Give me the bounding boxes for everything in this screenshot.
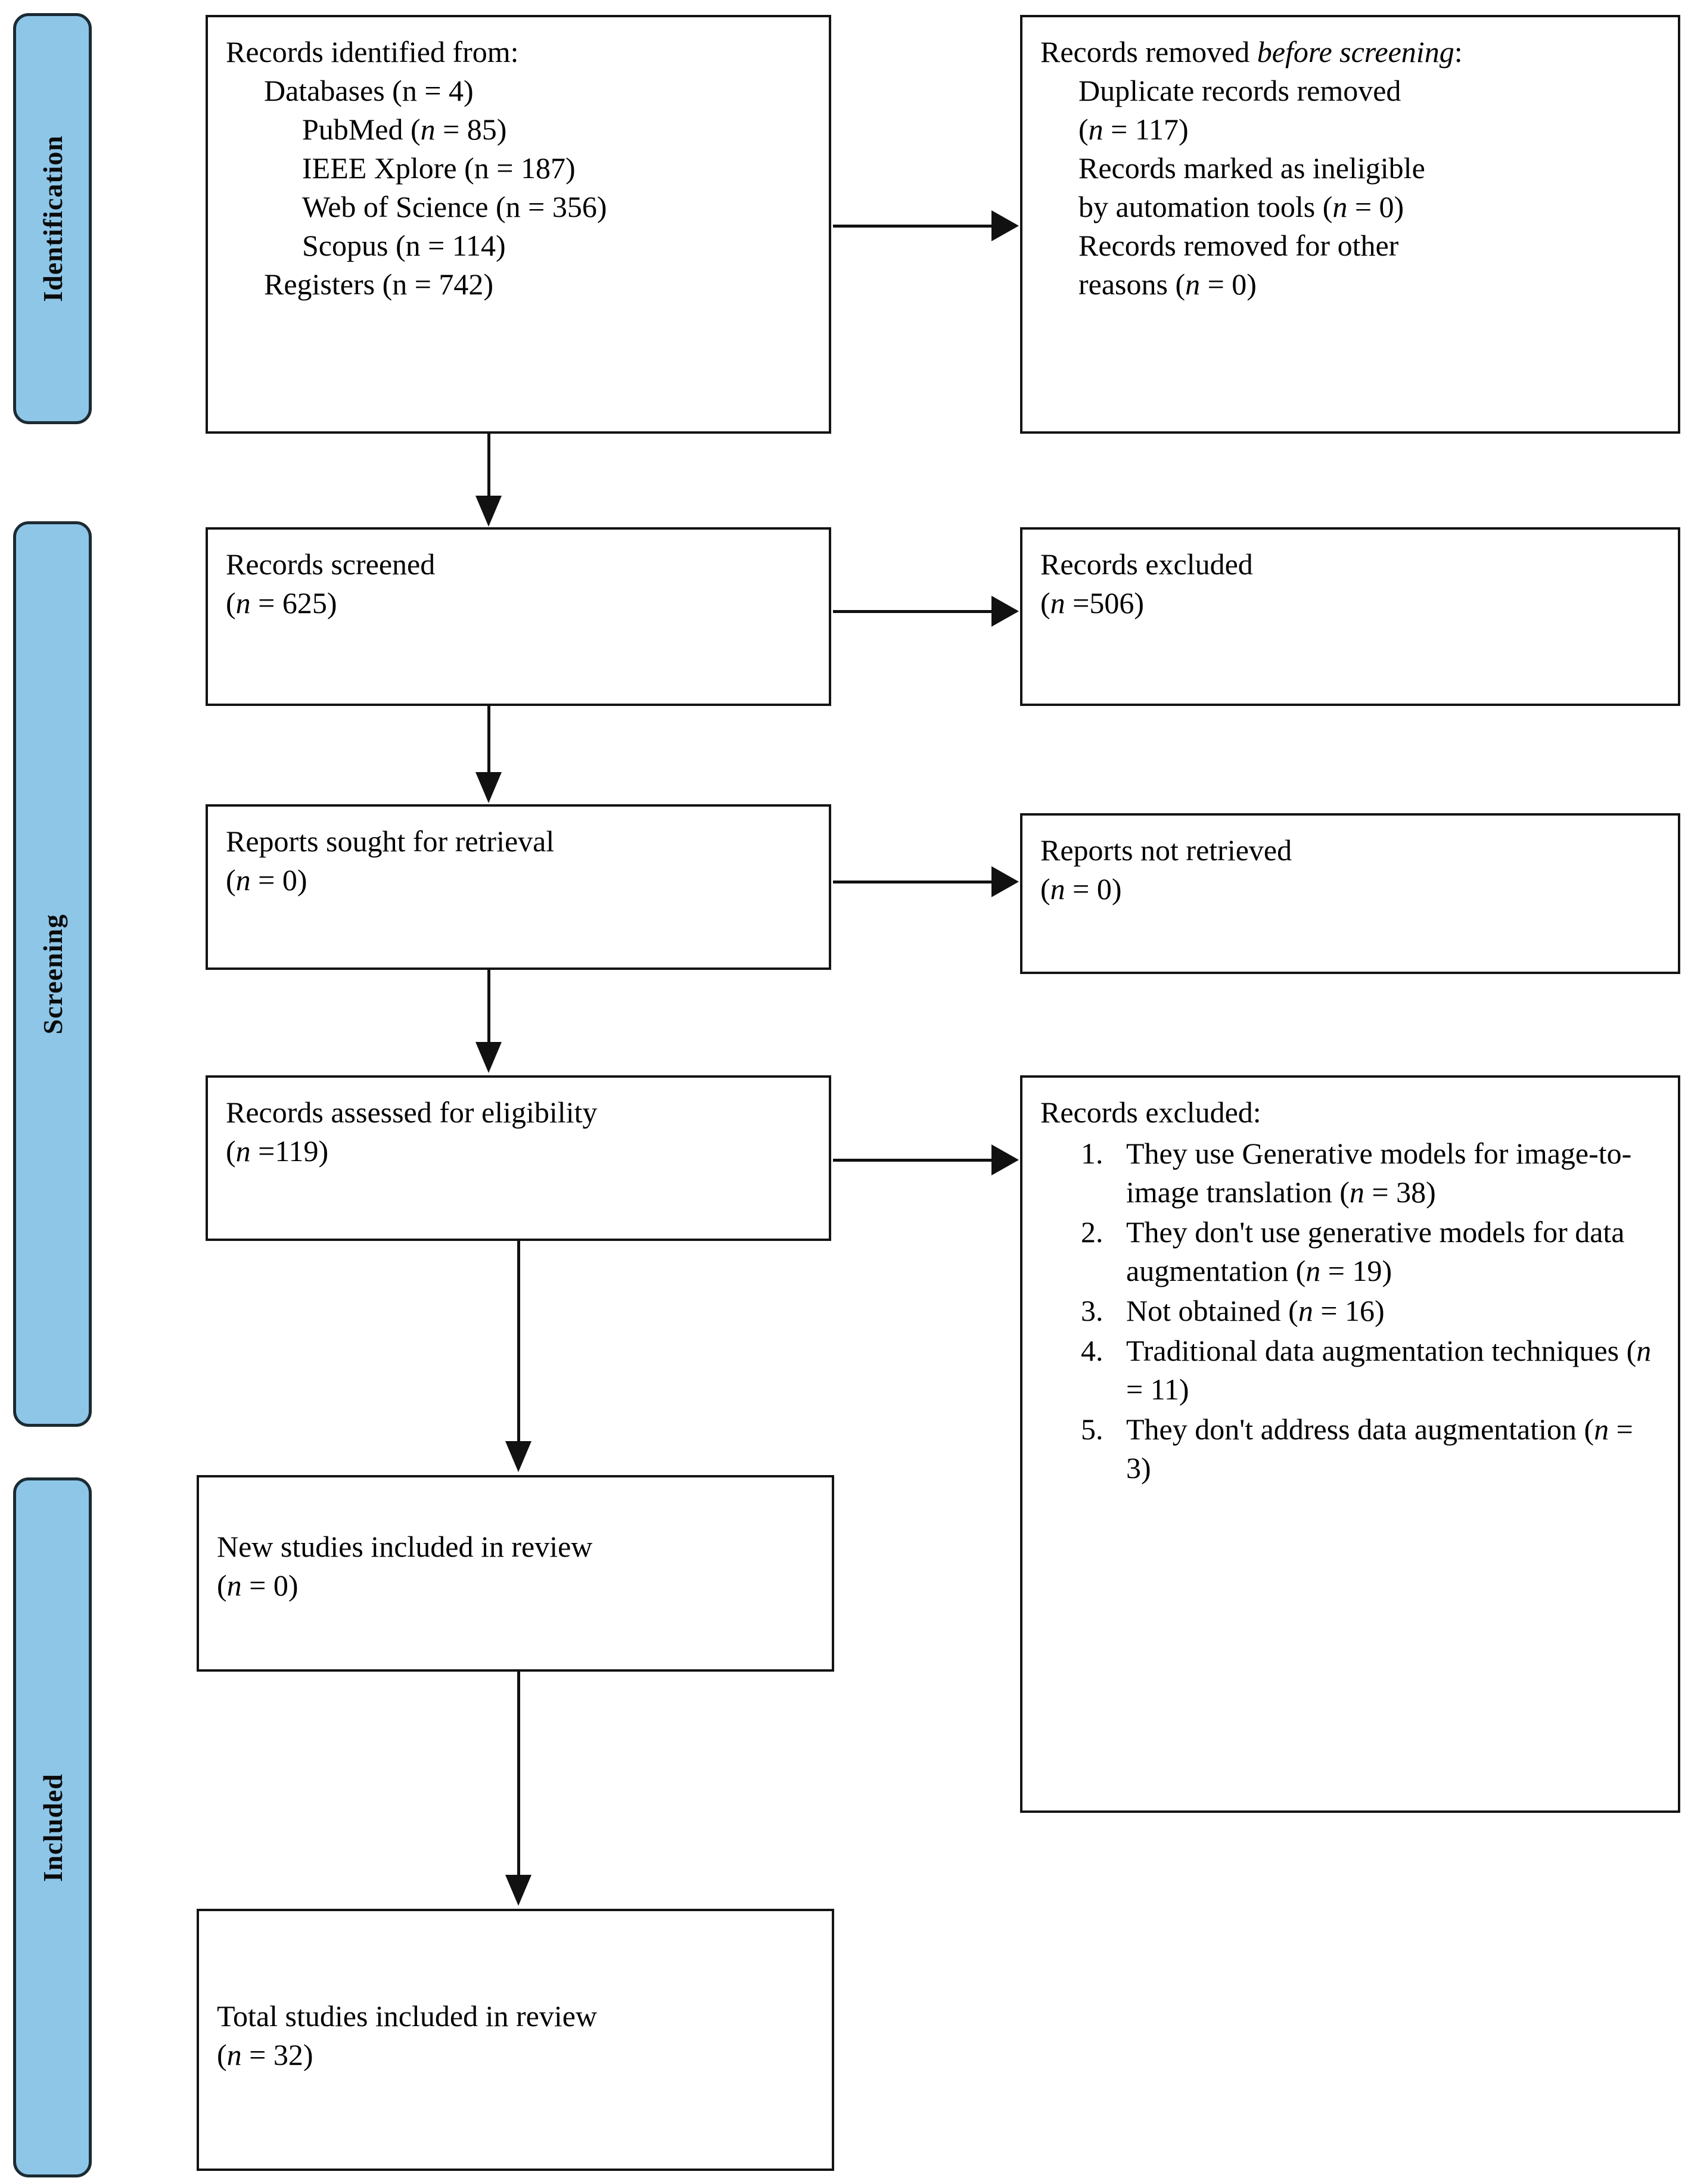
reports-sought-line-2: (n = 0) (226, 863, 307, 897)
box-total-studies-included: Total studies included in review (n = 32… (197, 1909, 834, 2171)
connector-screened-to-sought (487, 706, 490, 774)
total-studies-line-1: Total studies included in review (217, 1999, 598, 2033)
stage-bar-screening: Screening (13, 521, 92, 1427)
box-reports-not-retrieved: Reports not retrieved (n = 0) (1020, 813, 1680, 974)
arrowhead-sought-to-assessed (475, 1042, 502, 1073)
arrowhead-screened-to-sought (475, 772, 502, 803)
reports-not-retrieved-line-1: Reports not retrieved (1040, 833, 1292, 867)
connector-assessed-to-excluded (833, 1159, 993, 1162)
box-records-screened: Records screened (n = 625) (206, 527, 831, 706)
box-records-removed-before-screening: Records removed before screening: Duplic… (1020, 15, 1680, 434)
box-new-studies-included: New studies included in review (n = 0) (197, 1475, 834, 1672)
list-item: They don't use generative models for dat… (1111, 1213, 1660, 1290)
records-excluded-reasons-heading: Records excluded: (1040, 1096, 1261, 1129)
connector-assessed-to-new-studies (517, 1241, 520, 1443)
box-records-identified: Records identified from: Databases (n = … (206, 15, 831, 434)
records-removed-heading: Records removed before screening: (1040, 33, 1660, 71)
stage-bar-included: Included (13, 1477, 92, 2177)
arrowhead-screened-to-excluded (991, 596, 1019, 627)
stage-bar-identification: Identification (13, 13, 92, 424)
records-identified-heading: Records identified from: (226, 35, 519, 69)
records-identified-line-6: Registers (n = 742) (264, 267, 494, 301)
stage-label-screening: Screening (37, 913, 68, 1035)
arrowhead-assessed-to-new-studies (505, 1441, 531, 1472)
box-records-excluded-screening: Records excluded (n =506) (1020, 527, 1680, 706)
records-identified-line-3: IEEE Xplore (n = 187) (302, 151, 576, 185)
records-removed-line-4: by automation tools (n = 0) (1078, 190, 1404, 223)
box-reports-sought: Reports sought for retrieval (n = 0) (206, 804, 831, 970)
records-removed-line-3: Records marked as ineligible (1078, 151, 1425, 185)
reports-not-retrieved-line-2: (n = 0) (1040, 872, 1122, 906)
box-records-excluded-reasons: Records excluded: They use Generative mo… (1020, 1075, 1680, 1813)
records-excluded-reasons-list: They use Generative models for image-to-… (1040, 1134, 1660, 1488)
connector-sought-to-assessed (487, 970, 490, 1044)
records-removed-line-1: Duplicate records removed (1078, 74, 1401, 107)
records-removed-heading-italic: before screening (1257, 35, 1454, 69)
records-identified-line-1: Databases (n = 4) (264, 74, 474, 107)
records-removed-heading-plain: Records removed (1040, 35, 1257, 69)
stage-label-identification: Identification (37, 135, 68, 302)
list-item: They don't address data augmentation (n … (1111, 1410, 1660, 1488)
records-removed-heading-tail: : (1454, 35, 1463, 69)
connector-new-studies-to-total (517, 1672, 520, 1877)
connector-identified-to-removed (833, 225, 993, 228)
list-item: Traditional data augmentation techniques… (1111, 1331, 1660, 1409)
records-excluded-screening-line-1: Records excluded (1040, 547, 1253, 581)
records-screened-line-1: Records screened (226, 547, 436, 581)
records-removed-line-5: Records removed for other (1078, 229, 1399, 262)
total-studies-line-2: (n = 32) (217, 2038, 313, 2071)
new-studies-line-2: (n = 0) (217, 1569, 299, 1602)
arrowhead-sought-to-not-retrieved (991, 866, 1019, 897)
connector-screened-to-excluded (833, 610, 993, 613)
reports-sought-line-1: Reports sought for retrieval (226, 825, 555, 858)
records-removed-line-2: (n = 117) (1078, 113, 1189, 146)
records-assessed-line-1: Records assessed for eligibility (226, 1096, 598, 1129)
connector-sought-to-not-retrieved (833, 881, 993, 883)
box-records-assessed: Records assessed for eligibility (n =119… (206, 1075, 831, 1241)
stage-label-included: Included (37, 1773, 68, 1882)
connector-identified-to-screened (487, 434, 490, 498)
new-studies-line-1: New studies included in review (217, 1530, 593, 1563)
records-identified-line-2: PubMed (n = 85) (302, 113, 507, 146)
records-identified-line-5: Scopus (n = 114) (302, 229, 506, 262)
records-removed-line-6: reasons (n = 0) (1078, 267, 1257, 301)
list-item: Not obtained (n = 16) (1111, 1292, 1660, 1330)
records-assessed-line-2: (n =119) (226, 1134, 329, 1168)
arrowhead-identified-to-screened (475, 496, 502, 527)
arrowhead-identified-to-removed (991, 210, 1019, 241)
records-identified-line-4: Web of Science (n = 356) (302, 190, 607, 223)
list-item: They use Generative models for image-to-… (1111, 1134, 1660, 1212)
records-excluded-screening-line-2: (n =506) (1040, 586, 1145, 620)
records-screened-line-2: (n = 625) (226, 586, 337, 620)
arrowhead-new-studies-to-total (505, 1875, 531, 1906)
arrowhead-assessed-to-excluded (991, 1144, 1019, 1175)
